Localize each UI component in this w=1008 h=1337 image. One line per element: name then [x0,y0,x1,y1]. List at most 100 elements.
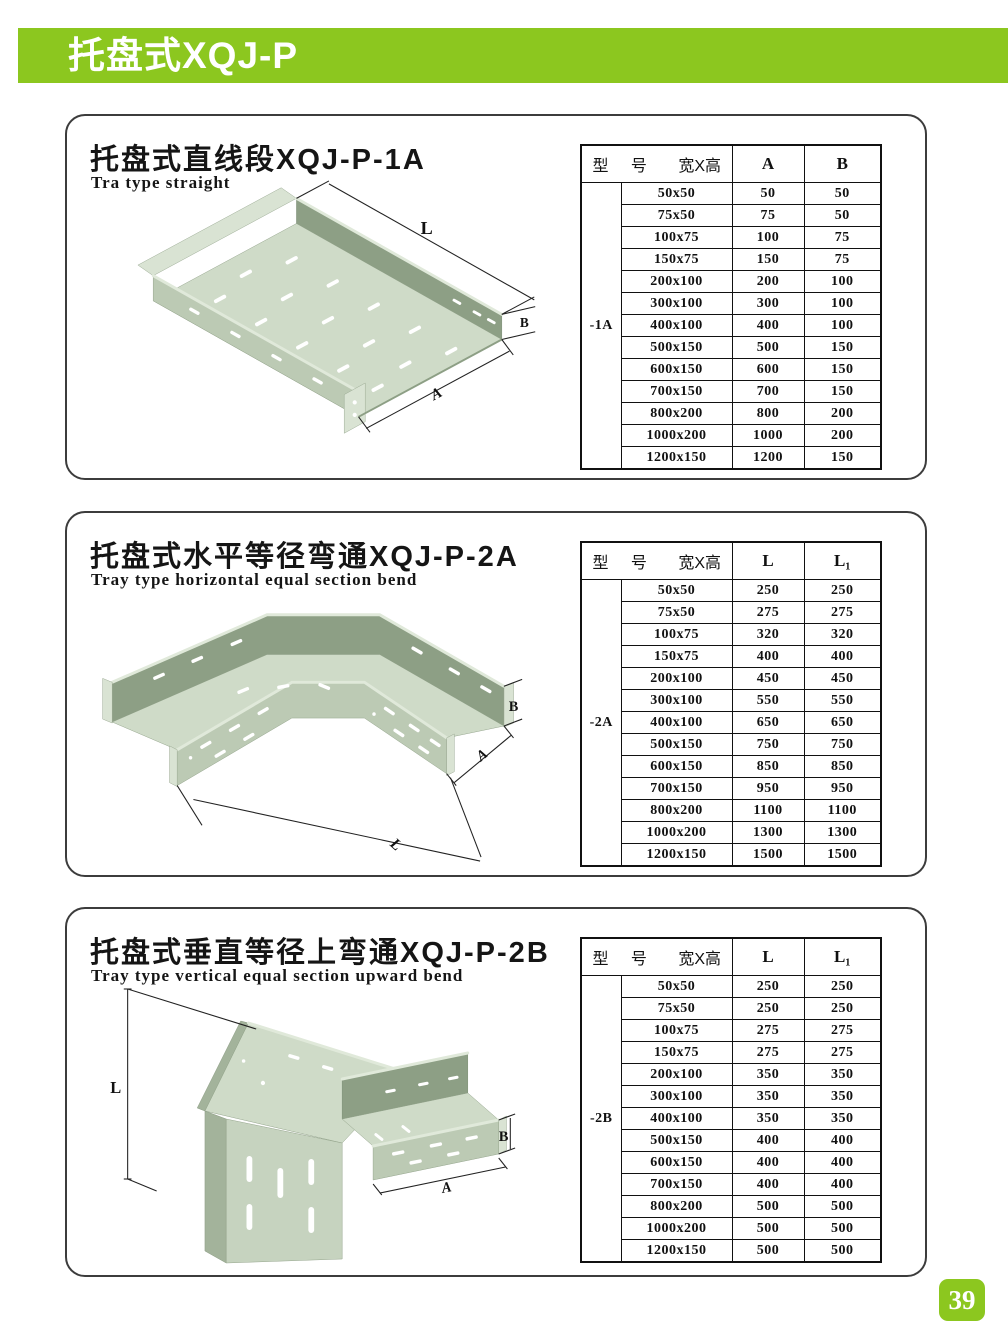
value-cell: 400 [731,1151,805,1174]
value-cell: 350 [731,1085,805,1108]
size-cell: 800x200 [620,1195,733,1218]
value-cell: 350 [731,1063,805,1086]
size-cell: 150x75 [620,248,733,271]
value-cell: 50 [731,182,805,205]
value-cell: 1200 [731,446,805,470]
value-cell: 250 [803,975,882,998]
value-cell: 500 [803,1239,882,1263]
dim-label-length: L [421,218,433,238]
dim-label-height: B [509,699,519,715]
value-cell: 750 [803,733,882,756]
col-header-l: L [731,937,805,976]
value-cell: 250 [803,997,882,1020]
size-cell: 400x100 [620,1107,733,1130]
size-cell: 50x50 [620,975,733,998]
value-cell: 100 [803,292,882,315]
value-cell: 500 [731,1217,805,1240]
dim-label-length: L [386,834,405,854]
size-cell: 200x100 [620,667,733,690]
size-cell: 1200x150 [620,446,733,470]
page-number-badge: 39 [939,1279,985,1321]
dim-label-width: A [473,746,491,766]
size-cell: 300x100 [620,689,733,712]
size-cell: 800x200 [620,402,733,425]
value-cell: 400 [731,645,805,668]
section-straight: 托盘式直线段XQJ-P-1A Tra type straight [65,114,927,480]
value-cell: 950 [803,777,882,800]
section-title: 托盘式垂直等径上弯通XQJ-P-2B [90,937,550,969]
size-cell: 400x100 [620,314,733,337]
value-cell: 400 [803,1173,882,1196]
size-cell: 1200x150 [620,843,733,867]
value-cell: 650 [731,711,805,734]
value-cell: 650 [803,711,882,734]
model-label-cell: -1A [580,182,622,470]
value-cell: 400 [731,1173,805,1196]
value-cell: 1500 [803,843,882,867]
size-cell: 150x75 [620,645,733,668]
size-cell: 700x150 [620,380,733,403]
col-header-model-size: 型 号 宽X高 [580,541,733,580]
value-cell: 75 [803,226,882,249]
value-cell: 400 [803,1151,882,1174]
value-cell: 275 [803,601,882,624]
value-cell: 275 [731,1019,805,1042]
value-cell: 800 [731,402,805,425]
value-cell: 300 [731,292,805,315]
size-cell: 300x100 [620,1085,733,1108]
section-title: 托盘式直线段XQJ-P-1A [90,144,426,176]
value-cell: 350 [803,1063,882,1086]
value-cell: 1300 [803,821,882,844]
size-cell: 50x50 [620,579,733,602]
value-cell: 250 [803,579,882,602]
value-cell: 450 [803,667,882,690]
value-cell: 320 [803,623,882,646]
value-cell: 100 [803,314,882,337]
section-horizontal-bend: 托盘式水平等径弯通XQJ-P-2A Tray type horizontal e… [65,511,927,877]
dimension-lines: L B A [110,988,516,1197]
value-cell: 500 [731,1195,805,1218]
col-header-model-size: 型 号 宽X高 [580,144,733,183]
value-cell: 350 [803,1107,882,1130]
size-cell: 400x100 [620,711,733,734]
size-cell: 1000x200 [620,424,733,447]
value-cell: 320 [731,623,805,646]
size-cell: 75x50 [620,601,733,624]
value-cell: 250 [731,997,805,1020]
value-cell: 150 [803,358,882,381]
value-cell: 275 [803,1019,882,1042]
model-label-cell: -2A [580,579,622,867]
value-cell: 350 [803,1085,882,1108]
page-number: 39 [948,1285,976,1315]
value-cell: 200 [731,270,805,293]
size-cell: 700x150 [620,1173,733,1196]
section-vertical-bend: 托盘式垂直等径上弯通XQJ-P-2B Tray type vertical eq… [65,907,927,1277]
value-cell: 500 [731,336,805,359]
size-cell: 200x100 [620,270,733,293]
value-cell: 550 [731,689,805,712]
value-cell: 350 [731,1107,805,1130]
dim-label-height: B [520,315,529,330]
size-cell: 1000x200 [620,1217,733,1240]
size-cell: 100x75 [620,226,733,249]
